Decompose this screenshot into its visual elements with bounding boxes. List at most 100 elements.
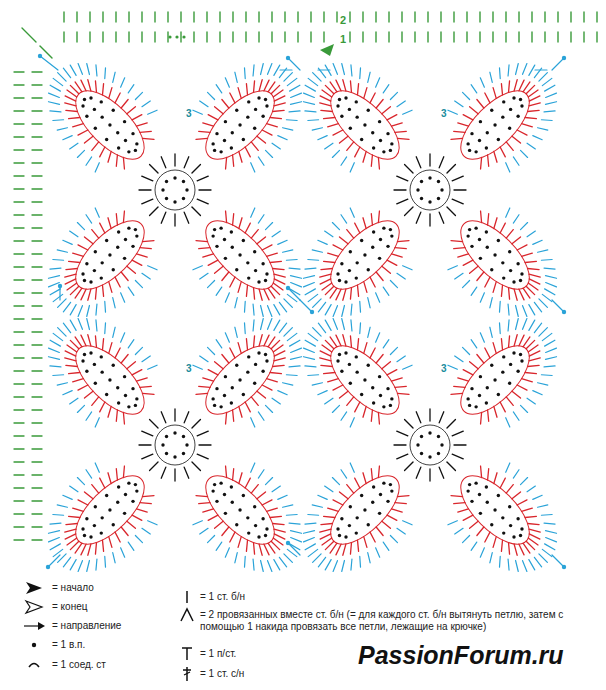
red-stitch <box>364 343 367 354</box>
red-stitch <box>320 279 331 284</box>
blue-round-stitch <box>545 357 556 360</box>
red-stitch <box>371 469 372 480</box>
chain-dot <box>520 104 523 107</box>
blue-round-stitch <box>63 323 70 332</box>
red-stitch <box>347 485 354 494</box>
red-stitch <box>324 117 335 118</box>
edge-stitch <box>544 12 545 22</box>
red-stitch <box>493 537 496 548</box>
edge-stitch <box>32 292 42 293</box>
edge-stitch <box>14 448 24 449</box>
edge-stitch <box>14 214 24 215</box>
blue-round-stitch <box>287 78 296 85</box>
chain-dot <box>367 109 370 112</box>
blue-round-stitch <box>70 560 76 570</box>
red-stitch <box>274 351 285 356</box>
edge-stitch <box>32 188 42 189</box>
edge-stitch <box>440 12 441 22</box>
blue-round-stitch <box>308 294 317 301</box>
chain-dot <box>360 393 363 396</box>
blue-round-stitch <box>359 68 361 79</box>
chain-dot <box>89 351 92 354</box>
red-stitch <box>65 351 76 356</box>
red-stitch <box>321 110 333 111</box>
red-stitch <box>251 230 258 239</box>
blue-round-stitch <box>291 538 302 542</box>
chain-dot <box>231 246 234 249</box>
red-stitch <box>233 469 234 480</box>
chain-dot <box>485 401 488 404</box>
blue-round-stitch <box>121 293 125 302</box>
blue-round-stitch <box>541 514 552 516</box>
blue-round-stitch <box>113 298 115 308</box>
blue-round-stitch <box>53 294 62 301</box>
blue-round-stitch <box>516 560 519 571</box>
blue-round-stitch <box>490 72 492 82</box>
red-stitch <box>274 103 285 106</box>
red-stitch <box>481 466 482 478</box>
chain-dot <box>468 404 471 407</box>
chain-dot <box>112 268 115 271</box>
red-stitch <box>320 351 331 356</box>
red-stitch <box>333 500 343 505</box>
centre-stitch <box>184 467 189 478</box>
edge-stitch <box>479 12 480 22</box>
red-stitch <box>66 365 78 366</box>
blue-round-stitch <box>305 523 316 524</box>
red-stitch <box>257 492 266 499</box>
edge-stitch <box>14 201 24 202</box>
red-stitch <box>470 266 479 273</box>
centre-stitch <box>397 431 408 436</box>
edge-stitch <box>245 12 246 22</box>
red-stitch <box>451 138 463 139</box>
centre-stitch <box>142 176 153 181</box>
chain-dot <box>100 276 103 279</box>
petal-outline <box>320 80 411 171</box>
legend-text: = конец <box>52 601 87 613</box>
blue-round-stitch <box>77 478 84 485</box>
red-stitch <box>529 351 540 356</box>
centre-stitch <box>174 214 175 226</box>
edge-stitch <box>32 97 42 98</box>
blue-round-stitch <box>359 556 361 567</box>
red-stitch <box>254 336 255 348</box>
chain-dot <box>490 268 493 271</box>
blue-round-stitch <box>463 347 470 354</box>
chain-dot <box>215 500 218 503</box>
red-stitch <box>100 147 105 157</box>
hdc-symbol <box>186 648 188 660</box>
red-stitch <box>528 365 540 366</box>
edge-stitch <box>32 201 42 202</box>
chain-dot <box>223 139 226 142</box>
chain-dot <box>389 228 392 231</box>
edge-stitch <box>271 12 272 22</box>
blue-round-stitch <box>368 327 370 337</box>
blue-round-stitch <box>63 240 72 244</box>
chain-dot <box>344 96 347 99</box>
blue-round-stitch <box>63 136 72 140</box>
edge-stitch <box>14 526 24 527</box>
chain-dot <box>85 370 88 373</box>
blue-round-stitch <box>403 365 412 369</box>
red-stitch <box>458 378 469 381</box>
blue-round-stitch <box>113 72 115 82</box>
ring-chain <box>182 197 185 200</box>
blue-round-stitch <box>499 301 501 312</box>
start-symbol <box>26 582 42 594</box>
red-stitch <box>109 282 112 293</box>
chain-dot <box>336 104 339 107</box>
red-stitch <box>65 358 76 361</box>
edge-stitch <box>32 448 42 449</box>
chain-dot <box>211 489 214 492</box>
blue-round-stitch <box>383 542 389 550</box>
centre-stitch <box>447 420 455 428</box>
blue-round-stitch <box>142 273 150 279</box>
red-stitch <box>102 339 103 350</box>
red-stitch <box>257 136 266 143</box>
chain-dot <box>81 272 84 275</box>
blue-round-stitch <box>313 328 321 336</box>
red-stitch <box>268 288 275 298</box>
blue-round-stitch <box>148 521 157 525</box>
ring-chain <box>165 435 168 438</box>
chain-dot <box>100 516 103 519</box>
